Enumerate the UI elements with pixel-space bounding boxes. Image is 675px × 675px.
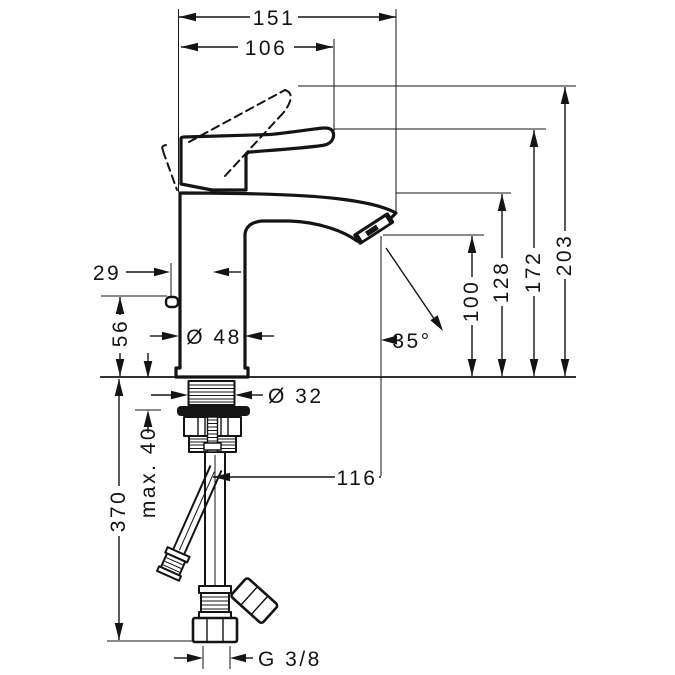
dim-label-connection-thread: G 3/8	[258, 648, 322, 671]
dim-label-spout-reach: 116	[337, 467, 378, 490]
dim-label-body-diameter: Ø 48	[186, 326, 242, 349]
handle	[179, 126, 336, 192]
dim-pull-rod-height: 56	[109, 297, 132, 376]
washer-flange	[177, 406, 250, 416]
dim-label-outlet-height: 100	[460, 280, 483, 323]
dim-pull-rod-offset: 29	[93, 262, 241, 285]
dim-label-spout-height: 128	[490, 261, 513, 304]
dim-handle-width: 106	[181, 37, 333, 60]
dim-body-diameter: Ø 48	[150, 326, 274, 349]
dim-body-height: 172	[522, 130, 545, 376]
handle-raised-dashed	[161, 89, 292, 191]
dim-label-shank-diameter: Ø 32	[268, 385, 324, 408]
dim-spray-angle: 35°	[381, 247, 443, 353]
dim-label-spray-angle: 35°	[392, 330, 431, 353]
dim-label-handle-width: 106	[245, 37, 288, 60]
dim-spout-reach: 116	[213, 467, 381, 490]
dim-connection-thread: G 3/8	[174, 648, 322, 671]
supply-hoses	[156, 450, 279, 644]
mounting-assembly	[177, 380, 250, 453]
dim-max-mounting: max. 40	[137, 353, 160, 518]
dim-label-body-height: 172	[522, 251, 545, 294]
dim-label-total-height: 203	[553, 234, 576, 277]
pull-rod-knob	[164, 295, 180, 309]
aerator	[353, 212, 395, 245]
dim-total-width: 151	[179, 7, 396, 30]
dim-label-max-mounting: max. 40	[137, 426, 160, 518]
dim-label-pull-rod-height: 56	[109, 319, 132, 347]
dim-label-pull-rod-offset: 29	[93, 262, 121, 285]
dim-spout-height: 128	[490, 194, 513, 376]
dim-shank-diameter: Ø 32	[151, 385, 324, 408]
dim-total-height: 203	[553, 87, 576, 376]
dim-label-total-width: 151	[253, 7, 296, 30]
faucet-body	[174, 191, 398, 379]
dim-label-hose-length: 370	[107, 490, 130, 533]
dim-hose-length: 370	[107, 379, 130, 640]
dim-outlet-height: 100	[460, 236, 483, 376]
